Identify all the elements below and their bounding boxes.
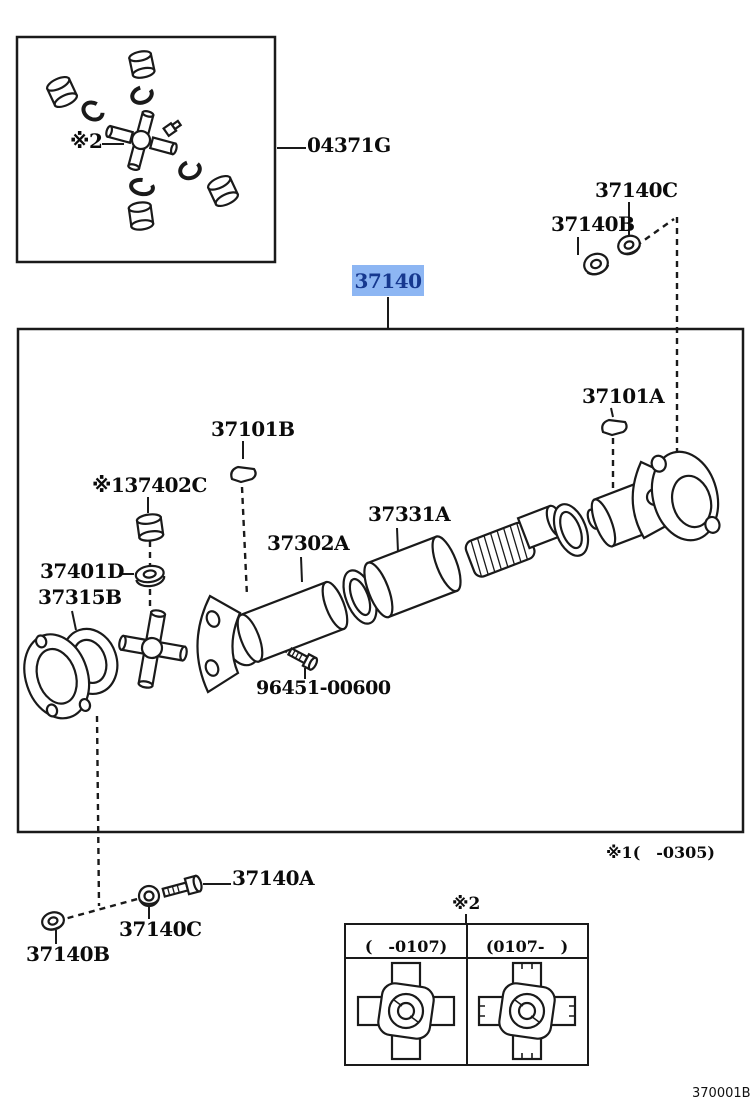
frames xyxy=(15,35,745,1066)
applicability-note-1: ※1( -0305) xyxy=(606,843,716,862)
part-cover-37331a xyxy=(363,535,462,619)
part-drawings xyxy=(23,50,721,1061)
nut-37140b-bottom xyxy=(41,911,65,931)
diagram-code: 370001B xyxy=(692,1086,751,1101)
part-label-37140b-top: 37140B xyxy=(551,212,635,236)
part-label-37101b: 37101B xyxy=(211,417,295,441)
part-label-37402c: ※137402C xyxy=(92,473,207,497)
table-ref-label: ※2 xyxy=(452,894,481,914)
kit-box-frame xyxy=(15,35,277,264)
bolt-37140a xyxy=(161,874,203,898)
kit-spider xyxy=(105,110,178,171)
table-header-late: (0107- ) xyxy=(485,937,569,956)
part-label-04371g: 04371G xyxy=(307,133,391,157)
part-label-37331a: 37331A xyxy=(368,502,451,526)
main-spider xyxy=(118,609,188,689)
highlighted-part-37140[interactable]: 37140 xyxy=(352,265,424,296)
spider-late-variant xyxy=(477,961,577,1061)
clip-37101a xyxy=(601,418,628,437)
ujoint-kit-parts xyxy=(45,50,240,231)
spider-bearing-37402c xyxy=(135,513,165,542)
table-header-early: ( -0107) xyxy=(364,937,448,956)
top-nut-37140c xyxy=(617,234,641,256)
clip-37101b xyxy=(230,465,257,484)
part-shaft-37302a xyxy=(236,580,349,663)
kit-ref-label: ※2 xyxy=(70,129,103,153)
bolt-96451 xyxy=(286,646,319,671)
part-label-37101a: 37101A xyxy=(582,384,665,408)
washer-37401d xyxy=(134,564,166,588)
part-label-37401d: 37401D xyxy=(40,559,124,583)
leader-lines xyxy=(55,143,630,944)
part-label-37315b: 37315B xyxy=(38,585,122,609)
part-label-96451-00600: 96451-00600 xyxy=(256,677,391,699)
part-label-37140c-top: 37140C xyxy=(595,178,678,202)
top-washer-37140b xyxy=(583,252,610,276)
part-label-37140c-bottom: 37140C xyxy=(119,917,202,941)
washer-37140c-bottom xyxy=(137,884,161,908)
grease-fitting xyxy=(162,119,183,138)
main-assembly-frame xyxy=(16,327,745,834)
snap-ring xyxy=(130,85,154,105)
part-flange-37315b xyxy=(23,627,119,720)
part-right-flange-yoke xyxy=(631,450,721,542)
part-label-37302a: 37302A xyxy=(267,531,350,555)
part-label-37140a-bottom: 37140A xyxy=(232,866,315,890)
variant-table-frame xyxy=(344,923,589,1066)
part-label-37140b-bottom: 37140B xyxy=(26,942,110,966)
spider-early-variant xyxy=(356,961,456,1061)
part-splined-shaft xyxy=(464,504,566,578)
